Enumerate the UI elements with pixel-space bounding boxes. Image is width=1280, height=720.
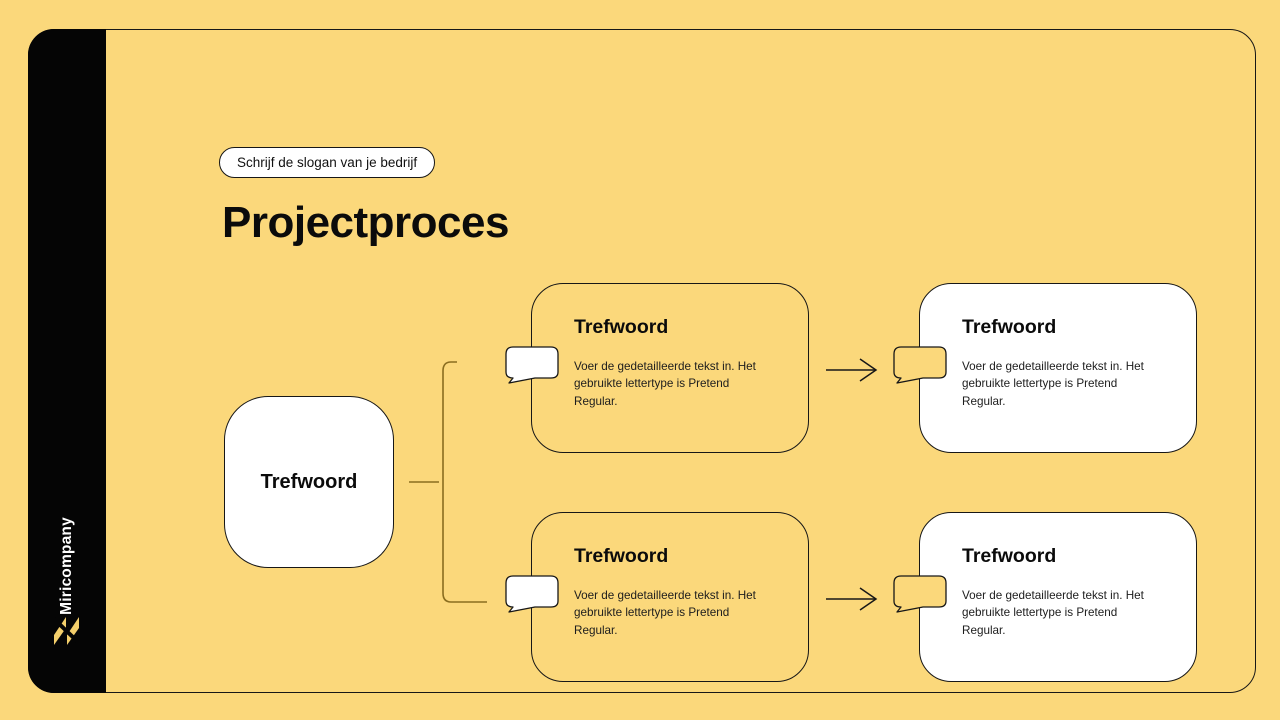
slogan-pill[interactable]: Schrijf de slogan van je bedrijf	[219, 147, 436, 178]
speech-bubble-icon	[505, 346, 559, 384]
root-node-title: Trefwoord	[260, 470, 358, 493]
speech-bubble-icon	[893, 346, 947, 384]
result-card-body: Voer de gedetailleerde tekst in. Het geb…	[962, 588, 1144, 637]
stage-card-title: Trefwoord	[574, 316, 669, 338]
stage-card-title: Trefwoord	[574, 545, 669, 567]
brand-sidebar: Miricompany	[28, 29, 106, 693]
arrow-right-icon	[826, 587, 878, 611]
logo-slash-mark-icon	[52, 617, 79, 645]
stage-card-body: Voer de gedetailleerde tekst in. Het geb…	[574, 359, 756, 408]
slogan-text: Schrijf de slogan van je bedrijf	[237, 155, 418, 170]
arrow-right-icon	[826, 358, 878, 382]
speech-bubble-icon	[505, 575, 559, 613]
result-card-title: Trefwoord	[962, 545, 1057, 567]
result-card-body: Voer de gedetailleerde tekst in. Het geb…	[962, 359, 1144, 408]
stage-card[interactable]: Trefwoord Voer de gedetailleerde tekst i…	[505, 283, 809, 453]
speech-bubble-icon	[893, 575, 947, 613]
slide-canvas: Schrijf de slogan van je bedrijf Project…	[28, 29, 1256, 693]
page-title: Projectproces	[222, 198, 509, 247]
stage-card-body: Voer de gedetailleerde tekst in. Het geb…	[574, 588, 756, 637]
result-card[interactable]: Trefwoord Voer de gedetailleerde tekst i…	[893, 283, 1197, 453]
diagram-root-node[interactable]: Trefwoord	[224, 396, 394, 568]
brand-name: Miricompany	[58, 517, 75, 615]
result-card-title: Trefwoord	[962, 316, 1057, 338]
result-card[interactable]: Trefwoord Voer de gedetailleerde tekst i…	[893, 512, 1197, 682]
stage-card[interactable]: Trefwoord Voer de gedetailleerde tekst i…	[505, 512, 809, 682]
